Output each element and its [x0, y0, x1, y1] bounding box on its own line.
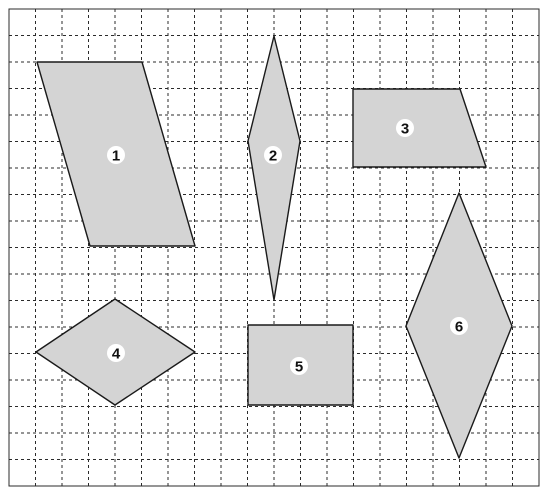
shape-label-badge-4 [107, 344, 125, 362]
shape-group-3: 3 [352, 88, 487, 168]
shape-group-6: 6 [405, 192, 513, 459]
shape-label-6: 6 [455, 319, 463, 336]
grid-border [8, 8, 540, 487]
shape-label-badge-5 [290, 357, 308, 375]
shape-label-5: 5 [295, 359, 303, 376]
shape-group-1: 1 [36, 61, 196, 247]
shape-label-4: 4 [112, 346, 121, 363]
shape-label-badge-3 [396, 119, 414, 137]
shape-group-2: 2 [247, 35, 301, 301]
kite-shape-2 [247, 35, 301, 301]
shape-label-badge-2 [264, 146, 282, 164]
shape-label-2: 2 [269, 148, 277, 165]
shape-label-3: 3 [401, 121, 409, 138]
shape-group-4: 4 [35, 298, 196, 406]
shape-label-1: 1 [112, 148, 120, 165]
shape-label-badge-6 [450, 317, 468, 335]
shape-group-5: 5 [247, 324, 354, 406]
shape-label-badge-1 [107, 146, 125, 164]
trapezoid-shape-3 [352, 88, 487, 168]
